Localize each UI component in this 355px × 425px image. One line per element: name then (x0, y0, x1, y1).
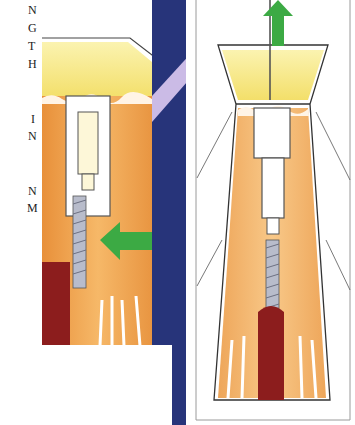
panel-frame (196, 0, 350, 420)
yellow-fluid (222, 50, 324, 100)
edge-letter: M (27, 201, 38, 215)
red-rod (42, 262, 70, 345)
yellow-fluid (42, 42, 152, 98)
green-arrow-up (263, 0, 293, 46)
screw-thread (266, 244, 279, 308)
edge-letter: N (28, 184, 37, 198)
red-rod (258, 306, 284, 400)
piston-tube (262, 158, 284, 218)
edge-letter: G (28, 21, 37, 35)
inner-piston (66, 96, 110, 216)
cup-legs (228, 336, 316, 398)
cup-bottom (236, 103, 310, 104)
edge-letter: N (28, 3, 37, 17)
cup-outline (42, 38, 152, 58)
inner-piston (254, 108, 290, 158)
edge-letter: T (28, 39, 35, 53)
piston-nozzle (267, 218, 279, 234)
cup-legs (100, 296, 140, 345)
container-outline (214, 45, 330, 400)
edge-letter: I (31, 112, 35, 126)
right-panel-bg (186, 0, 355, 425)
edge-letter: H (28, 57, 37, 71)
screw (73, 196, 86, 288)
left-panel (42, 0, 152, 345)
orange-fluid (42, 96, 152, 345)
screw-thread (73, 200, 86, 274)
piston-tube (78, 112, 98, 174)
edge-letter: N (28, 129, 37, 143)
piston-nozzle (82, 174, 94, 190)
green-arrow-left (100, 222, 152, 260)
